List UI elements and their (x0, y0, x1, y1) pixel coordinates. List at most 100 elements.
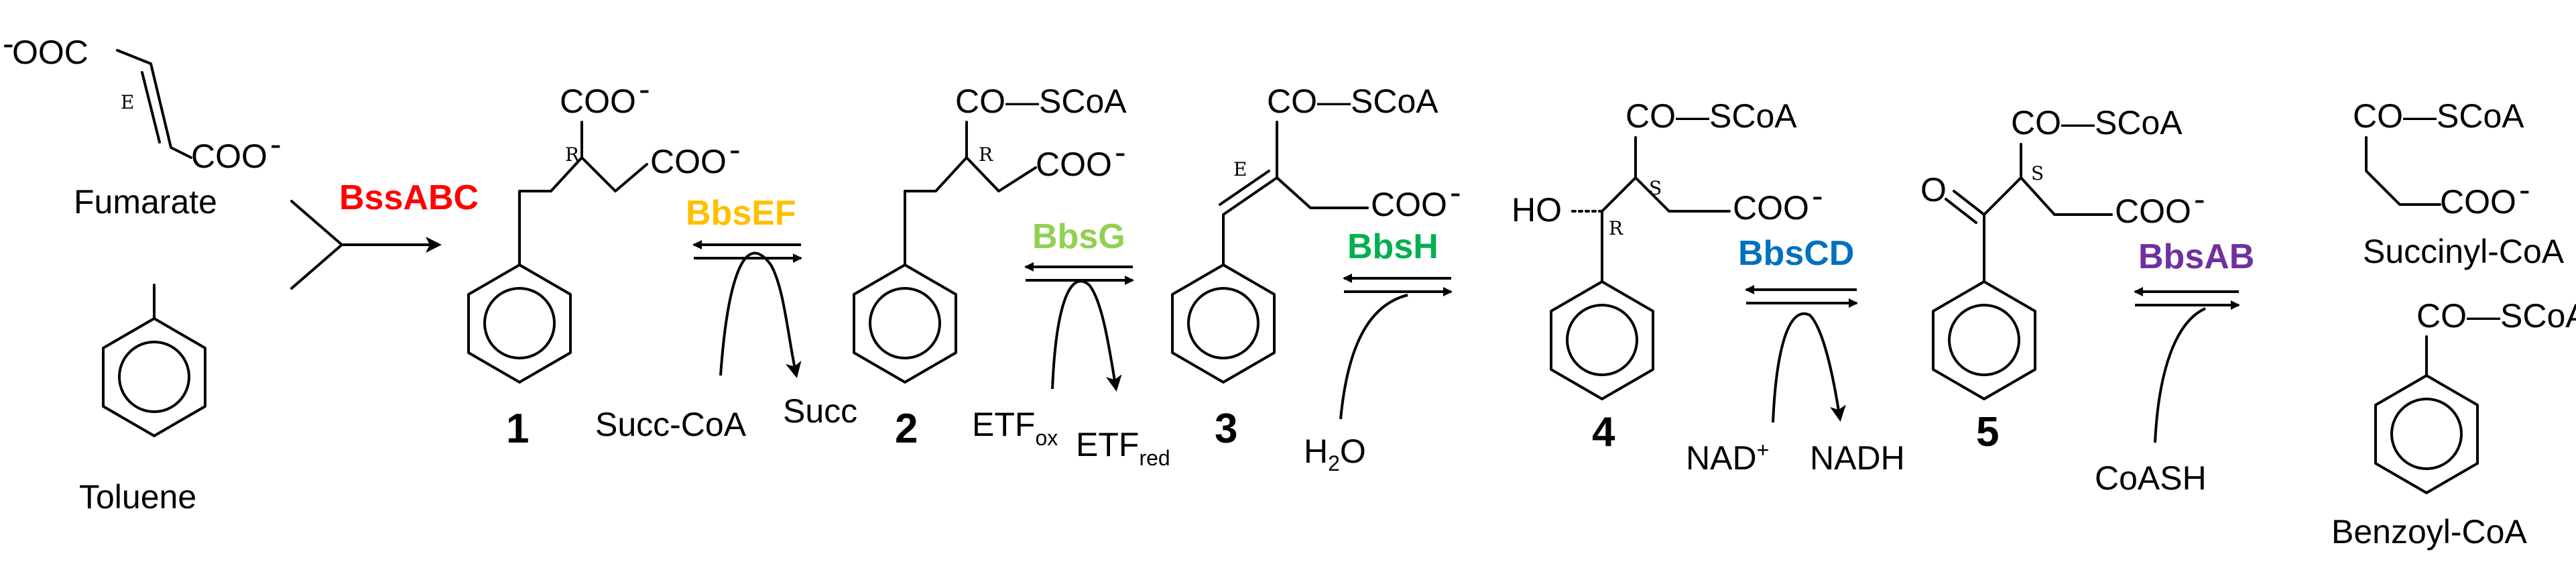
c2-side-charge: - (1115, 133, 1126, 171)
c1-ring-circle (483, 287, 556, 359)
benzoyl-coa-structure: CO—SCoA Benzoyl-CoA (2331, 297, 2576, 551)
c2-side-coo: COO (1036, 146, 1112, 183)
c5-side-chain (2020, 176, 2113, 216)
c1-top-coo: COO (560, 82, 636, 120)
c3-e-label: E (1233, 158, 1247, 180)
c5-backbone (1983, 143, 2022, 283)
c1-side-chain (580, 156, 648, 192)
enzyme-bbsef: BbsEF (686, 194, 796, 233)
benzoyl-ring-circle (2390, 398, 2463, 470)
enzyme-bssabc: BssABC (339, 178, 479, 217)
bbsg-step: BbsG ETFox ETFred (972, 217, 1170, 470)
bbscd-step: BbsCD NAD+ NADH (1686, 234, 1905, 477)
c5-ring-circle (1948, 304, 2020, 376)
c5-ring (1932, 280, 2036, 400)
c5-s-label: S (2031, 162, 2044, 184)
c4-co-scoa: CO—SCoA (1626, 97, 1797, 135)
bssabc-step: BssABC (290, 178, 479, 290)
benzoyl-ring (2374, 374, 2479, 494)
toluene-label: Toluene (79, 478, 196, 516)
fumarate-e-label: E (121, 91, 134, 113)
succinyl-backbone (2365, 136, 2441, 206)
c4-s-label: S (1649, 177, 1662, 199)
bbsef-cosubstrate-arc (719, 251, 802, 378)
toluene-ring-circle (118, 341, 190, 413)
nad-label: NAD+ (1686, 438, 1769, 477)
c2-side-chain (965, 156, 1037, 192)
compound-5-number: 5 (1976, 409, 1999, 455)
c3-backbone (1222, 121, 1278, 266)
etf-ox-label: ETFox (972, 406, 1058, 450)
c5-co-scoa: CO—SCoA (2011, 104, 2183, 141)
c4-ring-circle (1566, 304, 1638, 376)
bbsab-coash-arc (2154, 307, 2206, 443)
compound-5-structure: CO—SCoA O S COO - 5 (1920, 104, 2205, 455)
fumarate-label: Fumarate (74, 183, 217, 221)
compound-2-structure: CO—SCoA R COO - 2 (853, 82, 1127, 452)
enzyme-bbsg: BbsG (1032, 217, 1125, 256)
compound-1-structure: COO - R COO - 1 (467, 70, 741, 452)
fumarate-ooc: OOC (12, 34, 88, 71)
succinyl-coa-structure: CO—SCoA COO - Succinyl-CoA (2353, 97, 2565, 270)
fumarate-double-bond (141, 71, 161, 143)
c1-side-coo: COO (650, 143, 727, 180)
benzoyl-coa-label: Benzoyl-CoA (2331, 513, 2527, 551)
fumarate-structure: - OOC E COO - Fumarate (3, 25, 282, 221)
benzoyl-co-scoa: CO—SCoA (2416, 297, 2576, 335)
c4-r-label: R (1609, 217, 1623, 239)
c2-ring (853, 264, 957, 384)
c5-keto-bond (1953, 190, 1985, 216)
nadh-label: NADH (1810, 439, 1905, 477)
compound-2-number: 2 (895, 406, 918, 452)
succinyl-coo-charge: - (2519, 171, 2530, 209)
merge-lines (290, 200, 343, 290)
c3-side-chain (1276, 176, 1369, 209)
bbsh-water-arc (1339, 294, 1408, 420)
c2-co-scoa: CO—SCoA (955, 82, 1127, 120)
c1-ring (467, 264, 572, 384)
c1-side-charge: - (729, 131, 741, 168)
c3-side-coo: COO (1371, 186, 1447, 223)
succ-coa-label: Succ-CoA (595, 406, 747, 443)
bbsh-step: BbsH H2O (1304, 227, 1453, 475)
c3-co-scoa: CO—SCoA (1267, 82, 1438, 120)
compound-3-structure: CO—SCoA E COO - 3 (1171, 82, 1461, 452)
c5-keto-double (1945, 198, 1977, 224)
enzyme-bbsh: BbsH (1347, 227, 1438, 266)
c2-ring-circle (869, 287, 941, 359)
succ-label: Succ (783, 392, 857, 430)
succinyl-coo: COO (2440, 183, 2516, 221)
fumarate-ooc-charge: - (3, 25, 14, 62)
toluene-ring (102, 317, 206, 437)
compound-4-structure: CO—SCoA HO S R COO - 4 (1512, 97, 1823, 455)
bbsg-etf-arc (1051, 280, 1122, 392)
c1-backbone (518, 121, 583, 266)
coash-label: CoASH (2095, 459, 2207, 497)
c4-side-coo: COO (1733, 189, 1809, 227)
etf-red-label: ETFred (1076, 426, 1170, 470)
c1-r-label: R (565, 143, 580, 166)
succinyl-co-scoa: CO—SCoA (2353, 97, 2524, 135)
c3-double-bond (1219, 170, 1270, 206)
bbsab-step: BbsAB CoASH (2095, 237, 2254, 497)
c5-side-charge: - (2194, 180, 2205, 218)
toluene-structure: Toluene (79, 284, 206, 516)
c3-side-charge: - (1450, 174, 1461, 211)
c4-ring (1550, 280, 1654, 400)
compound-1-number: 1 (506, 406, 529, 452)
enzyme-bbscd: BbsCD (1738, 234, 1854, 273)
h2o-label: H2O (1304, 433, 1366, 475)
c4-side-charge: - (1812, 177, 1823, 215)
c1-top-charge: - (639, 70, 650, 108)
c5-side-coo: COO (2115, 192, 2191, 230)
compound-4-number: 4 (1592, 409, 1615, 455)
c3-ring (1171, 264, 1276, 384)
c3-ring-circle (1187, 287, 1260, 359)
compound-3-number: 3 (1215, 406, 1237, 452)
fumarate-coo-charge: - (270, 125, 282, 163)
bbsef-step: BbsEF Succ-CoA Succ (595, 194, 857, 443)
c4-backbone (1601, 136, 1637, 283)
fumarate-backbone (116, 49, 192, 159)
c4-ho: HO (1512, 191, 1562, 229)
